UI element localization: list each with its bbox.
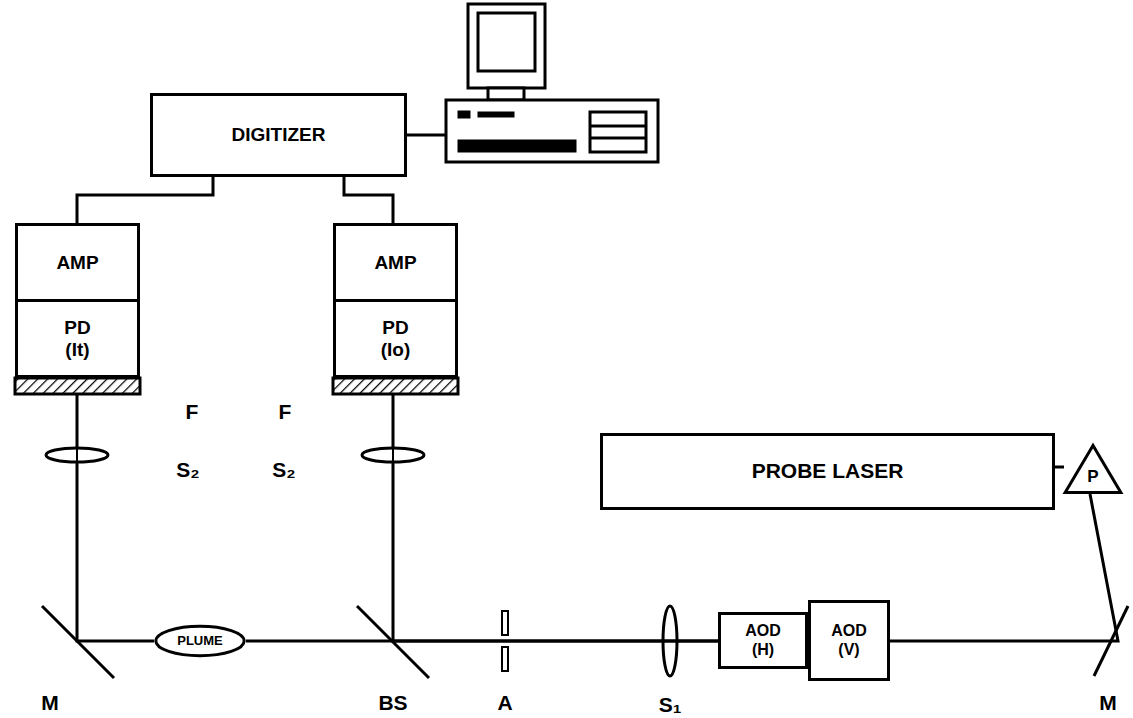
part-label: BS [376, 691, 409, 714]
part-label: M [1097, 691, 1119, 714]
beam-line [77, 177, 213, 223]
computer-cable [407, 134, 446, 137]
amplifier-box: AMP [333, 223, 458, 302]
node-text: DIGITIZER [232, 124, 326, 146]
beam-line [890, 494, 1118, 641]
mirror [1094, 606, 1128, 676]
photodiode-box: PD(Io) [333, 299, 458, 378]
node-text: P [1087, 467, 1098, 487]
node-text: (H) [752, 641, 774, 659]
digitizer-box: DIGITIZER [150, 93, 407, 177]
lens [46, 448, 108, 462]
mirror [42, 606, 114, 678]
lens [663, 606, 677, 676]
part-label: F [277, 400, 294, 423]
filter [15, 378, 140, 394]
part-label: S₂ [174, 458, 201, 481]
node-text: AMP [56, 252, 98, 274]
prism-triangle: P [1064, 444, 1122, 494]
beam-line [1055, 466, 1064, 469]
part-label: A [495, 691, 514, 714]
node-text: AOD [745, 622, 781, 640]
lens [362, 448, 424, 462]
aperture [502, 611, 508, 635]
beam-splitter [357, 606, 429, 678]
node-text: (It) [65, 339, 89, 361]
part-label: S₂ [270, 458, 297, 481]
computer-icon [446, 4, 658, 162]
plume-ellipse: PLUME [154, 625, 246, 657]
beam [392, 448, 394, 462]
beam-line [344, 177, 393, 223]
photodiode-box: PD(It) [15, 299, 140, 378]
part-label: S₁ [657, 693, 684, 716]
beam-line [77, 378, 154, 641]
aperture [502, 647, 508, 671]
beam [76, 448, 78, 462]
filter [333, 378, 458, 394]
part-label: M [39, 691, 61, 714]
node-text: (Io) [381, 339, 411, 361]
deflector-box: AOD(V) [808, 600, 890, 681]
node-text: PD [382, 317, 408, 339]
amplifier-box: AMP [15, 223, 140, 302]
node-text: AOD [831, 622, 867, 640]
deflector-box: AOD(H) [718, 612, 808, 669]
node-text: PLUME [177, 634, 223, 649]
laser-box: PROBE LASER [600, 433, 1055, 510]
node-text: PD [64, 317, 90, 339]
node-text: (V) [838, 641, 859, 659]
node-text: PROBE LASER [752, 459, 904, 483]
part-label: F [184, 400, 201, 423]
node-text: AMP [374, 252, 416, 274]
